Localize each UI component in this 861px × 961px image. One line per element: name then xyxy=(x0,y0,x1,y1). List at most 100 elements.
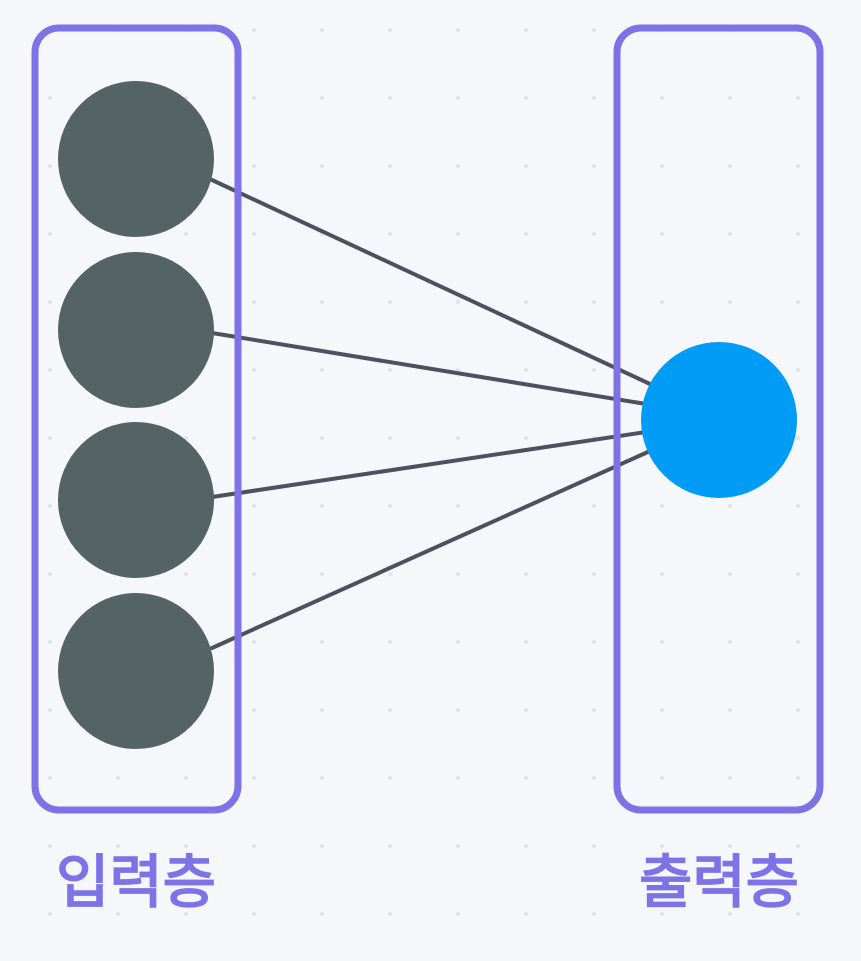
grid-dot xyxy=(523,231,529,237)
grid-dot xyxy=(455,503,461,509)
grid-dot xyxy=(795,95,801,101)
grid-dot xyxy=(795,775,801,781)
grid-dot xyxy=(319,707,325,713)
grid-dot xyxy=(387,775,393,781)
grid-dot xyxy=(47,639,53,645)
grid-dot xyxy=(455,707,461,713)
grid-dot xyxy=(523,435,529,441)
grid-dot xyxy=(591,231,597,237)
grid-dot xyxy=(47,911,53,917)
output-layer-label: 출력층 xyxy=(639,848,799,916)
grid-dot xyxy=(795,435,801,441)
grid-dot xyxy=(727,163,733,169)
grid-dot xyxy=(387,843,393,849)
grid-dot xyxy=(591,27,597,33)
grid-dot xyxy=(319,367,325,373)
grid-dot xyxy=(251,27,257,33)
input-node xyxy=(58,593,214,749)
grid-dot xyxy=(387,911,393,917)
grid-dot xyxy=(47,299,53,305)
grid-dot xyxy=(47,843,53,849)
connection-line xyxy=(210,178,652,386)
grid-dot xyxy=(251,843,257,849)
grid-dot xyxy=(659,639,665,645)
grid-dot xyxy=(727,299,733,305)
grid-dot xyxy=(251,231,257,237)
grid-dot xyxy=(47,503,53,509)
grid-dot xyxy=(387,707,393,713)
grid-dot xyxy=(795,911,801,917)
grid-dot xyxy=(795,163,801,169)
grid-dot xyxy=(251,435,257,441)
grid-dot xyxy=(251,911,257,917)
grid-dot xyxy=(523,843,529,849)
grid-dot xyxy=(727,911,733,917)
grid-dot xyxy=(591,707,597,713)
grid-dot xyxy=(319,571,325,577)
grid-dot xyxy=(727,503,733,509)
grid-dot xyxy=(319,435,325,441)
grid-dot xyxy=(47,707,53,713)
grid-dot xyxy=(659,163,665,169)
grid-dot xyxy=(47,367,53,373)
connections xyxy=(210,178,652,650)
grid-dot xyxy=(591,163,597,169)
grid-dot xyxy=(523,571,529,577)
grid-dot xyxy=(795,843,801,849)
grid-dot xyxy=(47,571,53,577)
input-node xyxy=(58,422,214,578)
grid-dot xyxy=(523,95,529,101)
grid-dot xyxy=(387,571,393,577)
grid-dot xyxy=(387,639,393,645)
grid-dot xyxy=(319,639,325,645)
grid-dot xyxy=(659,775,665,781)
grid-dot xyxy=(659,571,665,577)
grid-dot xyxy=(319,95,325,101)
grid-dot xyxy=(319,503,325,509)
grid-dot xyxy=(659,911,665,917)
grid-dot xyxy=(183,435,189,441)
grid-dot xyxy=(727,707,733,713)
grid-dot xyxy=(727,775,733,781)
grid-dot xyxy=(387,163,393,169)
input-node xyxy=(58,252,214,408)
grid-dot xyxy=(523,707,529,713)
grid-dot xyxy=(319,299,325,305)
grid-dot xyxy=(251,367,257,373)
grid-dot xyxy=(455,911,461,917)
grid-dot xyxy=(727,639,733,645)
input-node xyxy=(58,81,214,237)
grid-dot xyxy=(727,571,733,577)
output-node xyxy=(641,342,797,498)
grid-dot xyxy=(795,367,801,373)
grid-dot xyxy=(183,843,189,849)
connection-line xyxy=(210,430,648,499)
grid-dot xyxy=(251,571,257,577)
grid-dot xyxy=(455,775,461,781)
grid-dot xyxy=(47,775,53,781)
grid-dot xyxy=(115,911,121,917)
grid-dot xyxy=(523,163,529,169)
grid-dot xyxy=(455,231,461,237)
grid-dot xyxy=(795,503,801,509)
grid-dot xyxy=(115,775,121,781)
grid-dot xyxy=(115,843,121,849)
grid-dot xyxy=(591,911,597,917)
grid-dot xyxy=(523,639,529,645)
grid-dot xyxy=(727,843,733,849)
grid-dot xyxy=(47,231,53,237)
grid-dot xyxy=(727,95,733,101)
grid-dot xyxy=(795,231,801,237)
input-layer-label: 입력층 xyxy=(56,848,216,916)
grid-dot xyxy=(659,95,665,101)
grid-dot xyxy=(659,707,665,713)
grid-dot xyxy=(455,163,461,169)
grid-dot xyxy=(47,95,53,101)
grid-dot xyxy=(455,299,461,305)
input-nodes xyxy=(58,81,214,749)
grid-dot xyxy=(387,367,393,373)
grid-dot xyxy=(387,95,393,101)
grid-dot xyxy=(251,95,257,101)
grid-dot xyxy=(319,911,325,917)
